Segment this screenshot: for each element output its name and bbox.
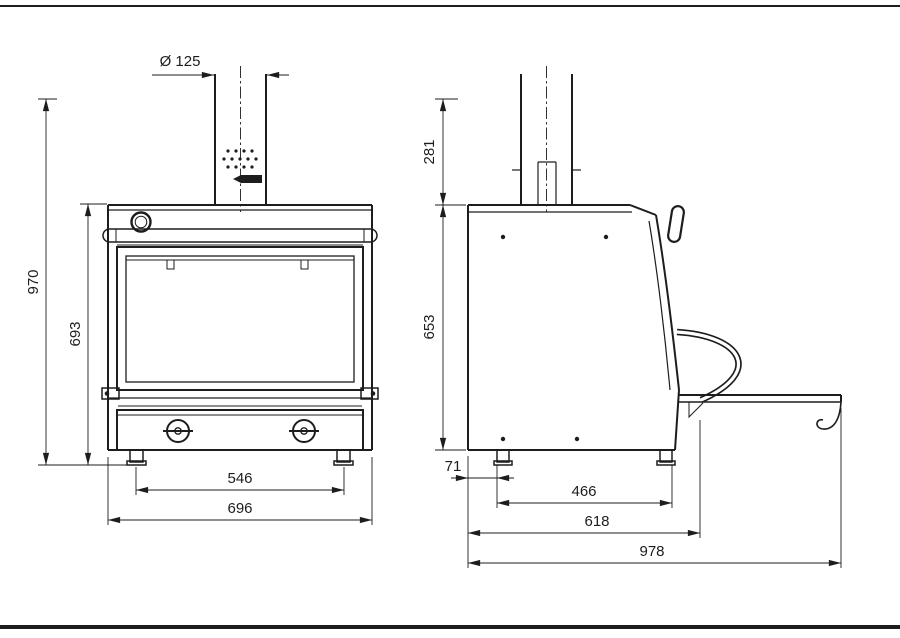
door-latch-right: [360, 387, 379, 400]
dim-flue-height: 281: [421, 139, 438, 164]
front-door: [116, 246, 364, 391]
side-body: [467, 204, 842, 466]
damper-knob-icon: [130, 211, 152, 233]
door-baffle-hook-right: [300, 259, 309, 270]
side-panel-bolts: [500, 234, 609, 442]
drawer-handle-right-icon: [289, 419, 319, 443]
front-rail: [102, 228, 378, 246]
side-view: 281 653 71 466 618 978: [421, 66, 842, 568]
flue-damper-perforations: [222, 149, 258, 169]
drawer-handle-left-icon: [163, 419, 193, 443]
flue-damper-lever: [233, 175, 262, 183]
front-lower-strip: [101, 387, 379, 407]
front-dimensions: Ø 125 970 693 546 696: [25, 53, 373, 525]
dim-flue-diameter: Ø 125: [160, 53, 201, 70]
dim-overall-height: 970: [25, 269, 42, 294]
dim-side-foot-spacing: 466: [571, 483, 596, 500]
door-latch-left: [101, 387, 120, 400]
door-baffle-hook-left: [166, 259, 175, 270]
dim-side-body-height: 653: [421, 314, 438, 339]
page-border: [0, 5, 900, 629]
side-shelf: [679, 394, 842, 430]
dim-overall-width: 696: [227, 500, 252, 517]
dim-body-depth: 618: [584, 513, 609, 530]
front-feet: [126, 449, 354, 466]
dim-overall-depth: 978: [639, 543, 664, 560]
door-handle-knob-icon: [667, 205, 685, 243]
side-flue-pipe: [512, 66, 581, 212]
shelf-hook-icon: [816, 401, 842, 430]
shelf-bracket: [688, 402, 704, 419]
side-feet: [493, 449, 676, 466]
front-flue-pipe: [214, 66, 267, 212]
front-view: Ø 125 970 693 546 696: [25, 53, 379, 525]
front-body: [101, 204, 379, 466]
dim-front-body-height: 693: [67, 321, 84, 346]
dim-front-foot-spacing: 546: [227, 470, 252, 487]
side-dimensions: 281 653 71 466 618 978: [421, 98, 842, 568]
front-drawer: [116, 409, 364, 451]
door-handle-curve-icon: [676, 328, 742, 403]
dim-back-offset: 71: [445, 458, 462, 475]
